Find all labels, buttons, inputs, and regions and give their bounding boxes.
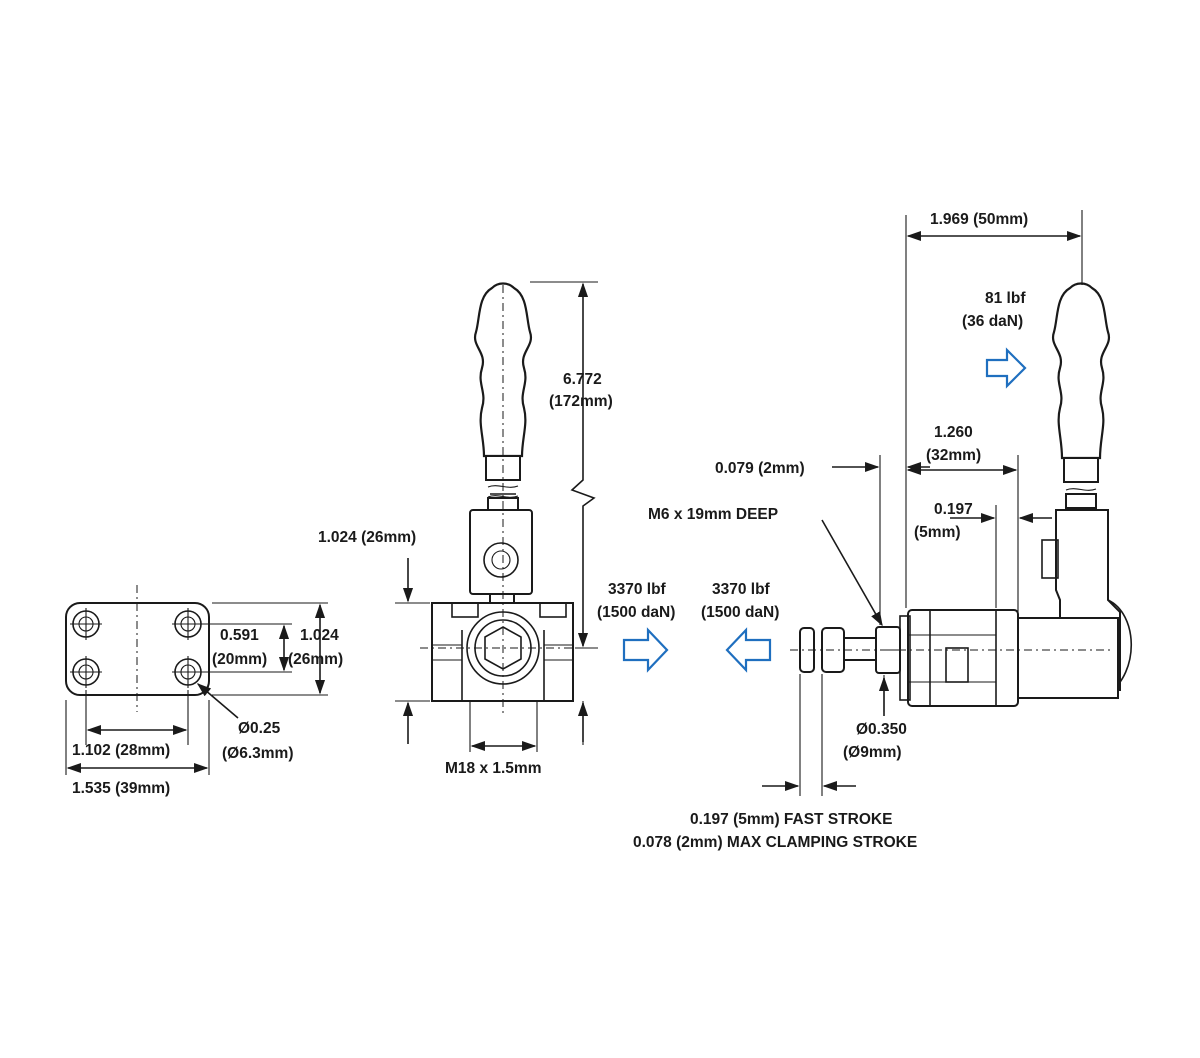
plate-height-in: 0.591 [220, 627, 259, 644]
plate-width: 1.535 (39mm) [72, 780, 170, 797]
handle-force-dan: (36 daN) [962, 313, 1023, 330]
push-force-dan: (1500 daN) [597, 604, 675, 621]
front-view: 6.772 (172mm) 1.024 (26mm) M18 x 1.5mm [318, 281, 613, 777]
right-arrow-icon [622, 627, 669, 673]
left-arrow-icon [725, 627, 772, 673]
right-arrow-icon [985, 347, 1027, 389]
tapped-hole: M6 x 19mm DEEP [648, 506, 778, 523]
plunger-diameter-in: Ø0.350 [856, 721, 907, 738]
handle-offset: 1.969 (50mm) [930, 211, 1028, 228]
overall-height-mm: (172mm) [549, 393, 613, 410]
push-force-lbf: 3370 lbf [608, 581, 667, 598]
mounting-hole-icon [172, 608, 204, 640]
gap-in: 0.197 [934, 501, 973, 518]
clamping-stroke: 0.078 (2mm) MAX CLAMPING STROKE [633, 834, 917, 851]
plunger-diameter-mm: (Ø9mm) [843, 744, 902, 761]
hole-spacing: 1.102 (28mm) [72, 742, 170, 759]
handle-grip-icon [1051, 282, 1111, 460]
travel-in: 1.260 [934, 424, 973, 441]
travel-mm: (32mm) [926, 447, 981, 464]
handle-force-lbf: 81 lbf [985, 290, 1026, 307]
overall-height-in: 6.772 [563, 371, 602, 388]
plate-height-mm: (20mm) [212, 651, 267, 668]
base-plate-view: 0.591 (20mm) 1.024 (26mm) 1.102 (28mm) 1… [65, 585, 343, 797]
mounting-hole-icon [70, 656, 102, 688]
body-height: 1.024 (26mm) [318, 529, 416, 546]
mounting-hole-icon [70, 608, 102, 640]
side-view: 1.969 (50mm) 81 lbf (36 daN) 1.260 (32mm… [633, 210, 1133, 851]
hole-diameter-mm: (Ø6.3mm) [222, 745, 294, 762]
gap-mm: (5mm) [914, 524, 961, 541]
pull-force-dan: (1500 daN) [701, 604, 779, 621]
plate-outer-height-mm: (26mm) [288, 651, 343, 668]
fast-stroke: 0.197 (5mm) FAST STROKE [690, 811, 892, 828]
clearance: 0.079 (2mm) [715, 460, 805, 477]
pull-force-lbf: 3370 lbf [712, 581, 771, 598]
plate-outer-height-in: 1.024 [300, 627, 339, 644]
force-labels: 3370 lbf (1500 daN) 3370 lbf (1500 daN) [597, 581, 779, 673]
hole-diameter-in: Ø0.25 [238, 720, 281, 737]
mounting-hole-icon [172, 656, 204, 688]
thread-size: M18 x 1.5mm [445, 760, 542, 777]
